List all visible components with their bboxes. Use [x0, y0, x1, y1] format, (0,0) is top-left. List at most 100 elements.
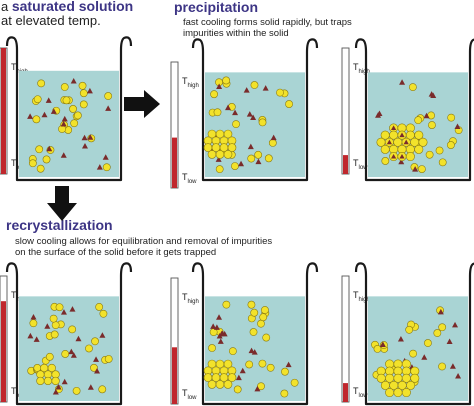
impurity-particle: [50, 108, 57, 114]
thermometer-mercury: [172, 137, 177, 188]
impurity-particle: [255, 158, 262, 165]
impurity-particle: [61, 378, 68, 385]
label-t-high-sub: high: [188, 299, 199, 305]
solute-particle: [79, 89, 88, 98]
crystal-cluster: [203, 359, 237, 389]
impurity-particle: [81, 143, 88, 149]
impurity-particle: [375, 112, 382, 118]
impurity-particle: [46, 145, 53, 152]
crystal-particle: [401, 388, 411, 398]
crystal-particle: [215, 380, 225, 389]
impurity-particle: [446, 338, 453, 344]
thermometer-mercury: [343, 383, 348, 402]
solute-particle: [438, 362, 446, 371]
impurity-particle: [454, 123, 461, 129]
label-t-high: Thigh: [182, 76, 199, 89]
solute-particle: [290, 378, 299, 387]
impurity-particle: [96, 164, 103, 170]
crystal-particle: [385, 388, 395, 398]
trapped-impurity: [386, 139, 392, 145]
label-t-high: Thigh: [353, 62, 370, 75]
impurity-particle: [68, 348, 75, 355]
crystal-cluster: [203, 129, 237, 159]
solute-particle: [95, 303, 104, 311]
solute-particle: [91, 337, 99, 346]
impurity-particle: [44, 323, 51, 329]
label-t-high-sub: high: [359, 297, 370, 303]
crystal-particle: [223, 150, 233, 159]
solute-particle: [276, 88, 284, 97]
impurity-particle: [102, 154, 109, 160]
label-t-low-sub: low: [359, 393, 369, 399]
solute-particle: [254, 150, 263, 159]
crystal-particle: [410, 373, 420, 383]
solute-particle: [424, 339, 432, 347]
impurity-particle: [232, 109, 239, 116]
impurity-particle: [215, 156, 222, 162]
solute-particle: [433, 329, 442, 337]
impurity-particle: [238, 160, 245, 167]
label-t-low: Tlow: [182, 172, 197, 185]
beaker-outline: [354, 262, 474, 406]
impurity-particle: [246, 111, 253, 117]
crystal-particle: [414, 144, 424, 154]
label-t-low-sub: low: [188, 179, 198, 185]
trapped-impurity: [399, 132, 405, 138]
impurity-particle: [210, 323, 217, 329]
impurity-particle: [87, 134, 94, 140]
solute-particle: [414, 116, 423, 125]
label-t-high: Thigh: [182, 292, 199, 305]
impurity-particle: [398, 158, 405, 165]
solute-particle: [231, 162, 239, 170]
impurity-particle: [399, 79, 406, 85]
impurity-particle: [239, 367, 246, 374]
solute-particle: [381, 157, 390, 165]
solute-particle: [79, 100, 88, 109]
solute-particle: [104, 355, 113, 363]
solute-particle: [247, 300, 256, 309]
impurity-particle: [455, 372, 462, 379]
solute-particle: [245, 360, 254, 369]
solute-particle: [210, 90, 218, 99]
beaker-outline: [5, 262, 133, 406]
solute-particle: [259, 313, 268, 322]
solute-particle: [69, 105, 77, 113]
crystal-particle: [418, 137, 428, 147]
solute-particle: [29, 319, 38, 328]
crystal-particle: [36, 376, 45, 386]
impurity-particle: [70, 77, 77, 84]
precipitation-heading: precipitation: [174, 0, 259, 15]
thermometer-mercury: [343, 155, 348, 174]
impurity-particle: [99, 332, 106, 338]
solute-particle: [49, 314, 58, 323]
solute-particle: [373, 345, 382, 353]
crystal-particle: [223, 129, 233, 139]
arrow-down-icon: [47, 186, 77, 221]
label-t-low-sub: low: [188, 395, 198, 401]
title-prefix: a: [1, 0, 12, 14]
impurity-particle: [60, 309, 67, 315]
thermometer-mercury: [1, 48, 6, 174]
impurity-particle: [69, 306, 76, 312]
crystal-particle: [405, 152, 415, 162]
solute-particle: [233, 385, 242, 394]
label-t-high-sub: high: [188, 83, 199, 89]
trapped-impurity: [391, 125, 397, 130]
beaker-icon: [5, 36, 133, 182]
solute-particle: [222, 300, 231, 309]
solute-particle: [249, 328, 258, 336]
impurity-particle: [75, 335, 82, 342]
arrow-right-shape: [124, 90, 160, 118]
precipitation-desc-1: fast cooling forms solid rapidly, but tr…: [183, 17, 352, 28]
title-bold: saturated solution: [11, 0, 134, 14]
impurity-particle: [397, 335, 404, 342]
label-t-high-sub: high: [359, 69, 370, 75]
crystal-particle: [393, 388, 403, 398]
crystal-particle: [227, 143, 237, 152]
impurity-particle: [254, 385, 261, 392]
crystal-cluster: [36, 363, 60, 386]
beaker-icon: [5, 262, 133, 406]
beaker-outline: [191, 262, 319, 406]
